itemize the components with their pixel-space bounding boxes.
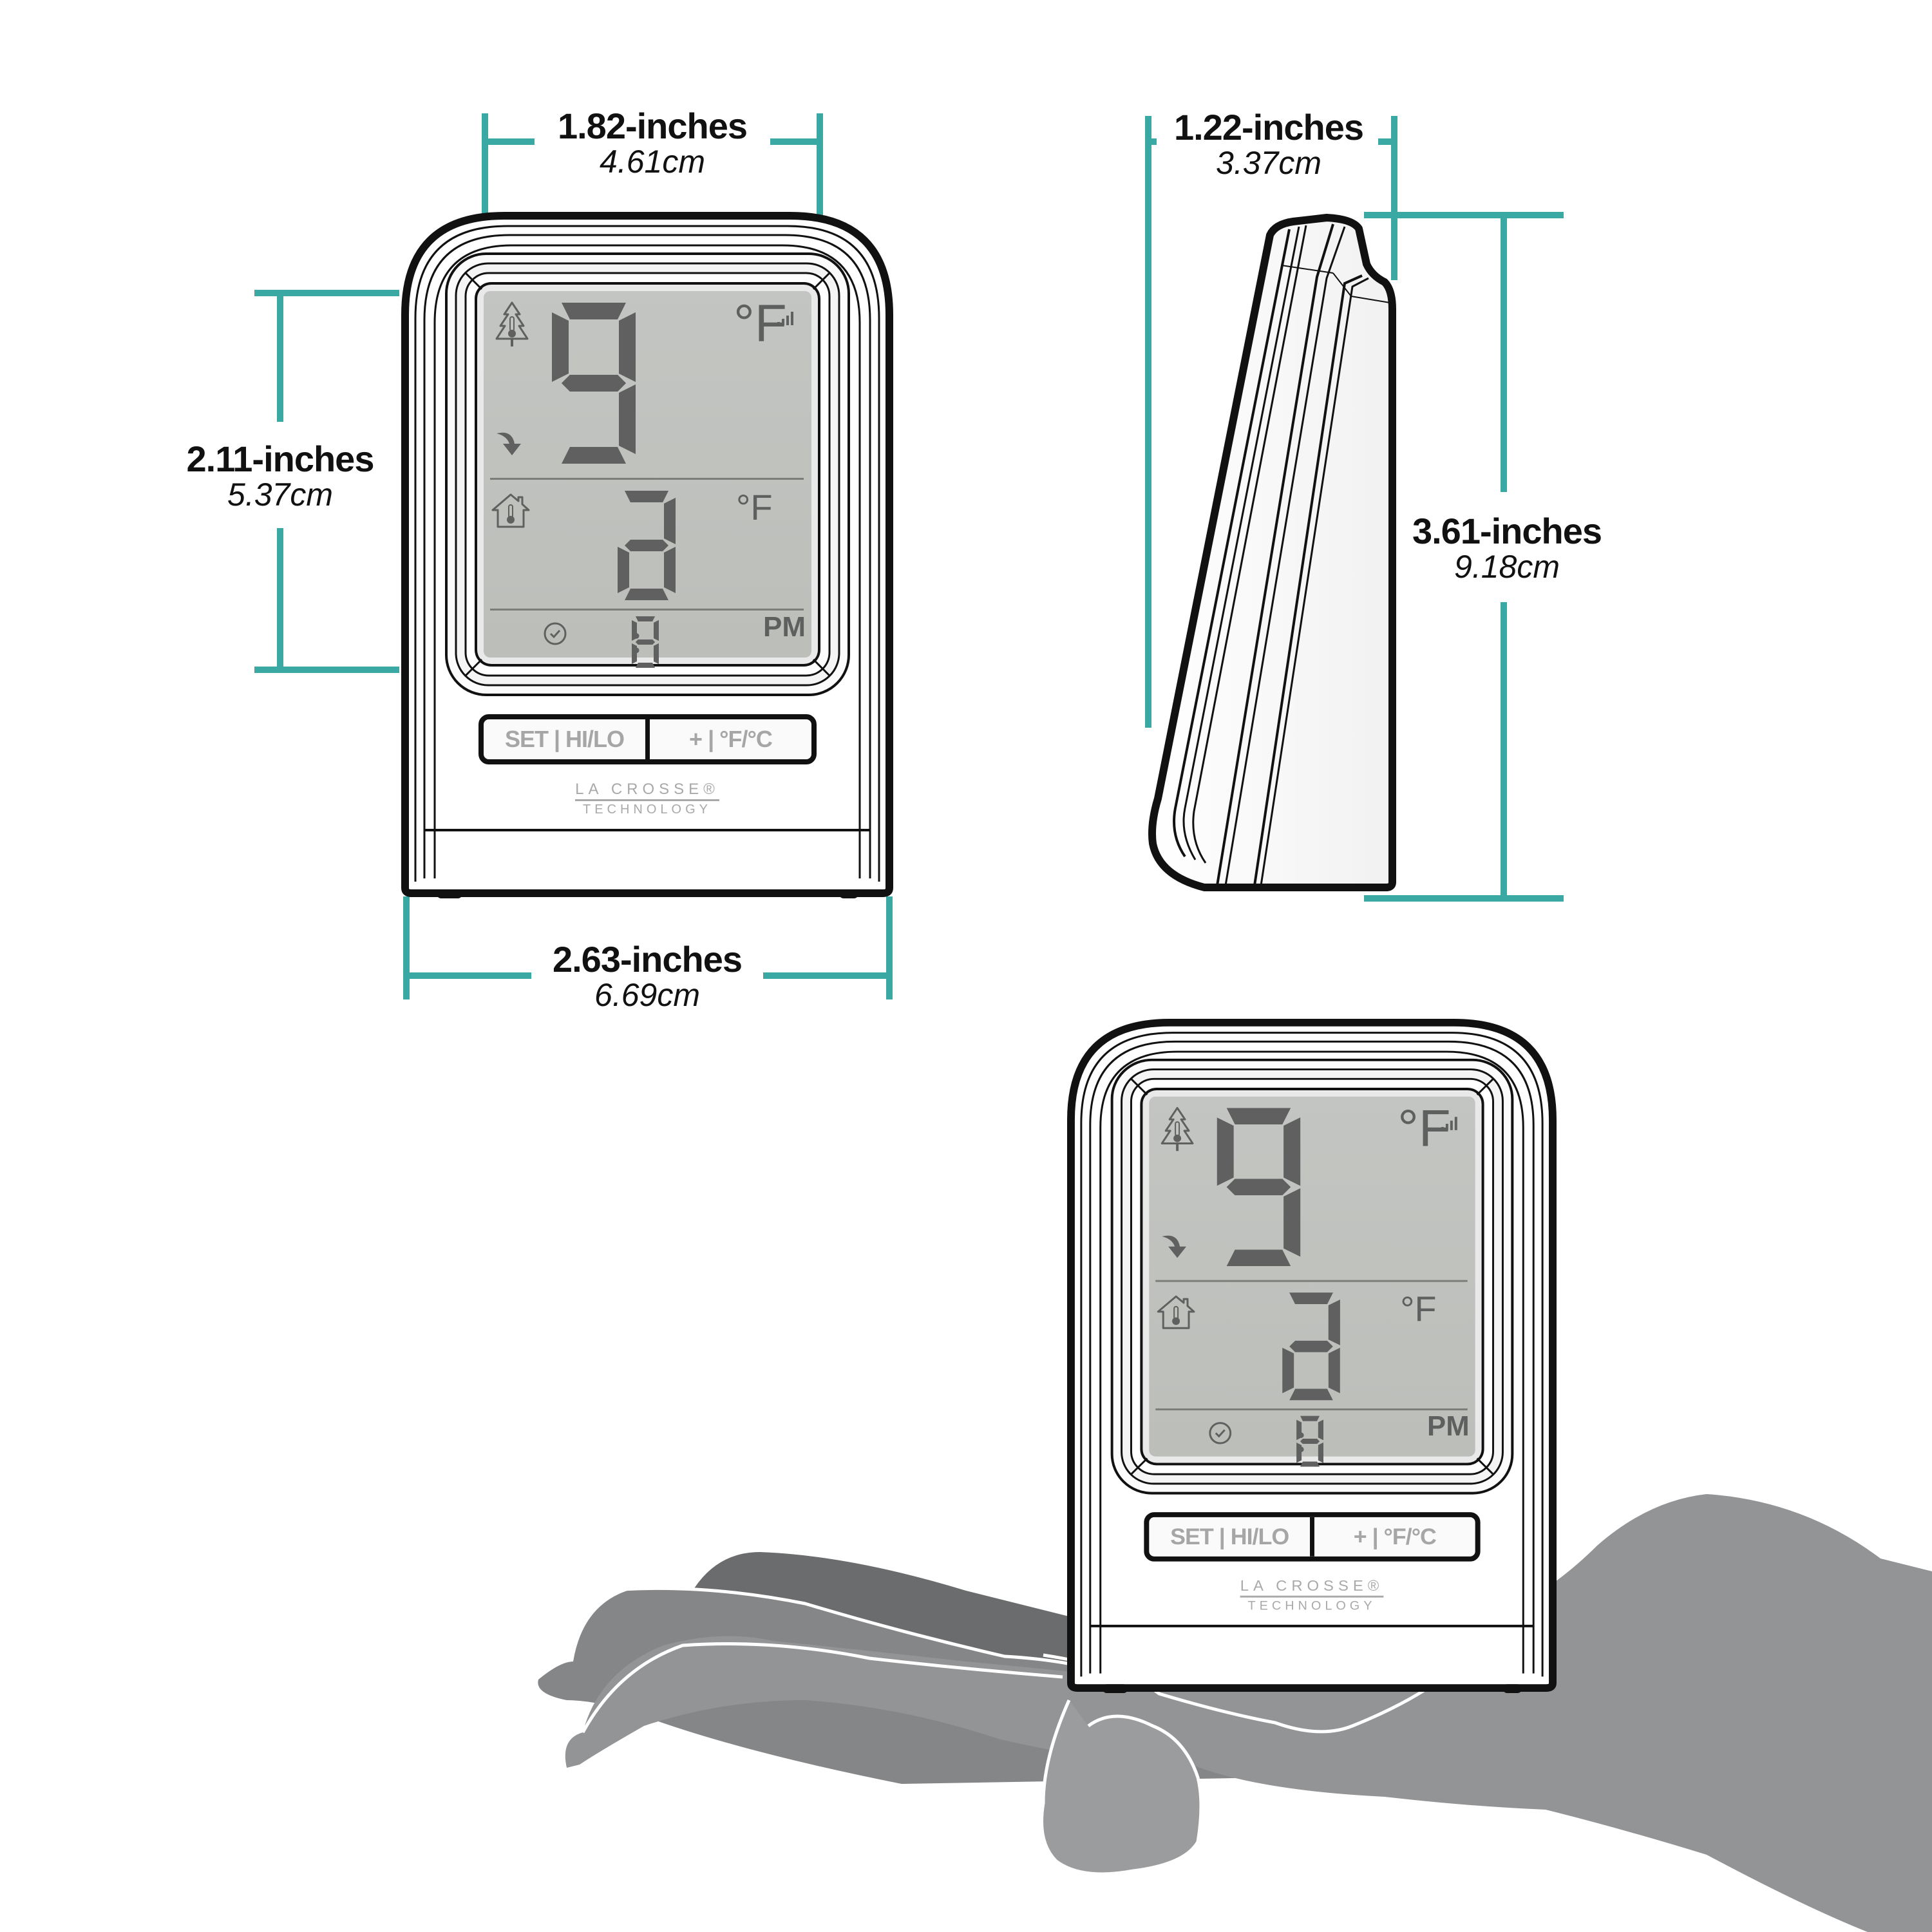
- lcd-digit: [1226, 1108, 1301, 1267]
- indoor-temperature-unit: °F: [1400, 1289, 1437, 1329]
- dimension-tick-left: [482, 113, 488, 229]
- dimension-line-left: [484, 138, 535, 145]
- screen-width-cm: 4.61cm: [600, 144, 705, 180]
- dimension-line-top: [1501, 215, 1507, 492]
- clock-period: PM: [763, 611, 806, 643]
- screen-height-cm: 5.37cm: [227, 477, 333, 513]
- screen-height-inches: 2.11-inches: [186, 439, 375, 479]
- tree-thermometer-icon: [495, 301, 529, 346]
- lcd-divider: [490, 478, 804, 480]
- brand-name: LA CROSSE®: [1240, 1578, 1384, 1598]
- dimension-line-top: [277, 293, 283, 422]
- house-thermometer-icon: [491, 493, 530, 528]
- screen-height-label: 2.11-inches 5.37cm: [167, 441, 393, 511]
- lcd-divider: [1155, 1280, 1468, 1282]
- dimension-tick-right: [886, 896, 893, 999]
- device-depth-inches: 1.22-inches: [1173, 107, 1364, 147]
- signal-strength-icon: [777, 312, 793, 325]
- screen-width-label: 1.82-inches 4.61cm: [535, 108, 770, 178]
- device-width-inches: 2.63-inches: [552, 939, 743, 980]
- clock-period: PM: [1427, 1410, 1470, 1443]
- device-height-cm: 9.18cm: [1454, 549, 1560, 585]
- lcd-divider: [490, 609, 804, 611]
- outdoor-temperature-unit: °F: [734, 294, 787, 353]
- plus-unit-toggle-button[interactable]: + | °F/°C: [1310, 1517, 1475, 1557]
- set-hi-lo-button[interactable]: SET | HI/LO: [504, 726, 625, 752]
- dimension-tick-right: [817, 113, 823, 229]
- device-height-inches: 3.61-inches: [1412, 511, 1602, 551]
- dimension-tick-bottom: [1364, 895, 1564, 902]
- lcd-digit: [1296, 1419, 1323, 1463]
- device-depth-cm: 3.37cm: [1216, 145, 1321, 181]
- house-thermometer-icon: [1157, 1295, 1195, 1329]
- brand-logo: LA CROSSE® TECHNOLOGY: [551, 782, 744, 816]
- thermometer-in-hand-view: °F °F PM SET | HI/LO + | °F/°C LA CROSSE…: [1067, 1019, 1557, 1693]
- dimension-line-right: [763, 972, 889, 979]
- device-height-label: 3.61-inches 9.18cm: [1397, 513, 1616, 583]
- plus-unit-toggle-button[interactable]: + | °F/°C: [645, 719, 811, 759]
- lcd-digit: [618, 491, 676, 600]
- hand-palm: [565, 1494, 1932, 1932]
- dimension-line-left: [406, 972, 531, 979]
- outdoor-temperature-unit: °F: [1397, 1099, 1451, 1158]
- device-width-cm: 6.69cm: [594, 977, 700, 1013]
- lcd-screen: °F °F PM: [484, 291, 811, 668]
- device-width-label: 2.63-inches 6.69cm: [531, 939, 763, 1013]
- dimension-tick-bottom: [254, 667, 399, 673]
- dimension-line-right: [770, 138, 820, 145]
- tree-thermometer-icon: [1160, 1107, 1194, 1151]
- brand-logo: LA CROSSE® TECHNOLOGY: [1216, 1578, 1408, 1612]
- lcd-digit: [632, 620, 659, 664]
- trend-arrow-down-icon: [497, 432, 521, 455]
- brand-name: LA CROSSE®: [575, 782, 719, 801]
- dimension-tick-right: [1391, 116, 1397, 280]
- brand-subtitle: TECHNOLOGY: [582, 802, 712, 817]
- trend-arrow-down-icon: [1162, 1235, 1187, 1258]
- dimension-tick-top: [1364, 212, 1564, 218]
- set-hi-lo-button[interactable]: SET | HI/LO: [1170, 1523, 1289, 1550]
- lcd-screen: °F °F PM: [1149, 1096, 1475, 1467]
- lcd-divider: [1155, 1408, 1468, 1410]
- lcd-digit: [1282, 1293, 1340, 1401]
- dimension-line-right: [1378, 138, 1394, 145]
- dimension-line-left: [1148, 138, 1157, 145]
- dimension-tick-left: [403, 896, 410, 999]
- lcd-digit: [562, 303, 636, 464]
- clock-icon: [544, 622, 567, 645]
- thermometer-side-view: [1140, 206, 1410, 902]
- dimension-tick-left: [1145, 116, 1151, 728]
- side-profile-drawing: [1148, 214, 1396, 891]
- button-panel: SET | HI/LO + | °F/°C: [478, 714, 817, 764]
- device-depth-label: 1.22-inches 3.37cm: [1159, 107, 1378, 181]
- button-panel: SET | HI/LO + | °F/°C: [1144, 1512, 1481, 1562]
- signal-strength-icon: [1441, 1117, 1457, 1130]
- clock-icon: [1209, 1422, 1232, 1444]
- dimension-line-bottom: [277, 528, 283, 670]
- thermometer-front-view: °F °F PM SET | HI/LO + | °F/°C LA CROSSE…: [401, 212, 893, 898]
- brand-subtitle: TECHNOLOGY: [1247, 1598, 1376, 1613]
- dimension-line-bottom: [1501, 602, 1507, 898]
- screen-width-inches: 1.82-inches: [557, 106, 748, 146]
- indoor-temperature-unit: °F: [736, 487, 773, 527]
- dimension-tick-top: [254, 290, 399, 296]
